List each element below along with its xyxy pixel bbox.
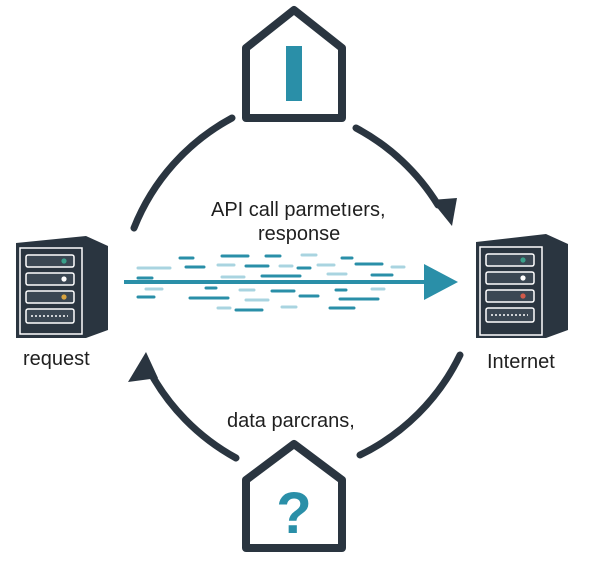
arc-top-right [352,124,442,209]
question-mark-glyph: ? [276,481,311,546]
house-info-icon [242,6,346,122]
server-left-icon [16,236,108,338]
flow-label-top-line2: response [258,223,341,245]
house-question-icon: ? [242,440,346,552]
arc-top-left [130,114,236,232]
flow-label-bottom: data parcrans, [227,410,355,432]
left-server-label: request [23,348,90,370]
server-right-icon [476,234,568,338]
flow-label-top-line1: API call parmetıers, [211,199,386,221]
flow-arrow [124,264,458,300]
arc-bottom-left [144,364,240,462]
arrowhead-bottom-left [128,352,158,382]
arrowhead-top-right [431,198,457,226]
data-stream-dashes [136,253,406,312]
right-server-label: Internet [487,351,555,373]
arc-bottom-right [356,351,464,459]
